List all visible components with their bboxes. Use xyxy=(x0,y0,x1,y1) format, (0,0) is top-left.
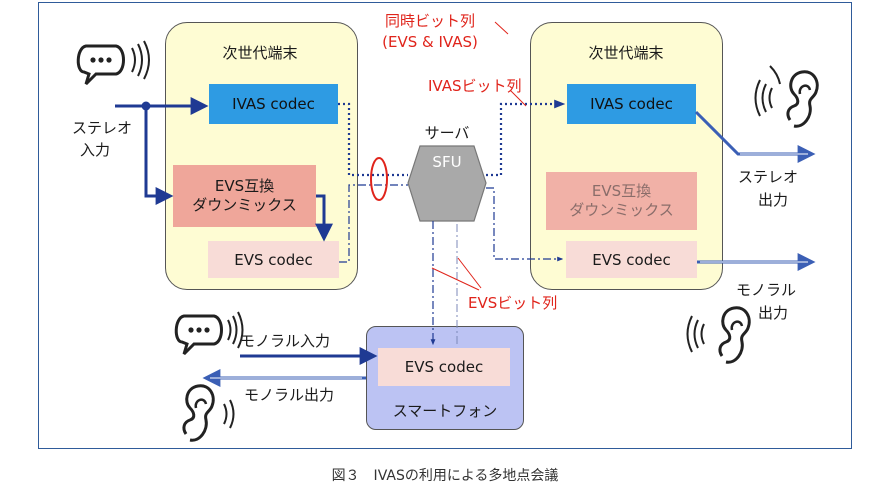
ivas-stream-label: IVASビット列 xyxy=(428,77,522,95)
ivas-sfu-to-right xyxy=(486,99,566,177)
evs-label-pointer-1 xyxy=(431,267,480,291)
split-to-downmix xyxy=(144,106,174,205)
downmix-right: EVS互換 ダウンミックス xyxy=(546,172,697,230)
speech-bubble-icon xyxy=(76,40,150,86)
downmix-right-line2: ダウンミックス xyxy=(569,201,674,219)
ear-icon xyxy=(182,384,235,442)
ear-icon xyxy=(686,306,751,364)
evs-label-pointer-2 xyxy=(457,257,482,289)
evs-codec-smartphone: EVS codec xyxy=(378,348,510,386)
terminal-left-title: 次世代端末 xyxy=(222,44,298,62)
figure-caption: 図３ IVASの利用による多地点会議 xyxy=(331,468,559,484)
ivas-codec-right: IVAS codec xyxy=(567,84,696,124)
mono-output-right-label-2: 出力 xyxy=(758,304,789,322)
speech-bubble-icon xyxy=(174,311,244,356)
downmix-left-line2: ダウンミックス xyxy=(192,196,297,214)
smartphone-label: スマートフォン xyxy=(392,402,498,420)
stereo-input-label-2: 入力 xyxy=(80,141,111,159)
evs-codec-left: EVS codec xyxy=(208,241,339,278)
stereo-output-label-2: 出力 xyxy=(758,191,789,209)
terminal-right-title: 次世代端末 xyxy=(588,44,664,62)
evs-left-to-sfu xyxy=(339,184,408,263)
evs-sfu-to-right xyxy=(486,187,564,262)
simulcast-label-1: 同時ビット列 xyxy=(384,12,475,30)
stereo-input-label-1: ステレオ xyxy=(72,119,133,137)
ivas-right-to-stereo-out xyxy=(694,110,816,163)
stereo-output-label-1: ステレオ xyxy=(738,168,799,186)
evs-codec-right: EVS codec xyxy=(566,241,697,278)
sfu-hexagon xyxy=(407,145,487,222)
downmix-to-evs xyxy=(315,194,333,242)
ivas-codec-left: IVAS codec xyxy=(209,84,338,124)
downmix-left: EVS互換 ダウンミックス xyxy=(173,165,316,227)
simulcast-label-2: (EVS & IVAS) xyxy=(382,33,478,51)
server-label: サーバ xyxy=(424,124,470,142)
ivas-label-pointer xyxy=(509,89,527,107)
simulcast-marker xyxy=(370,157,388,201)
figure-frame xyxy=(38,2,852,449)
mono-output-left-label: モノラル出力 xyxy=(244,386,335,404)
mono-input-label: モノラル入力 xyxy=(240,332,331,350)
evs-stream-label: EVSビット列 xyxy=(468,294,558,312)
simulcast-label-pointer xyxy=(494,21,509,35)
sfu-label: SFU xyxy=(432,153,462,171)
mono-output-right-label-1: モノラル xyxy=(736,281,797,299)
downmix-right-line1: EVS互換 xyxy=(591,182,652,201)
downmix-left-line1: EVS互換 xyxy=(214,177,275,196)
ivas-left-to-sfu xyxy=(338,102,408,177)
ear-icon xyxy=(754,65,819,128)
